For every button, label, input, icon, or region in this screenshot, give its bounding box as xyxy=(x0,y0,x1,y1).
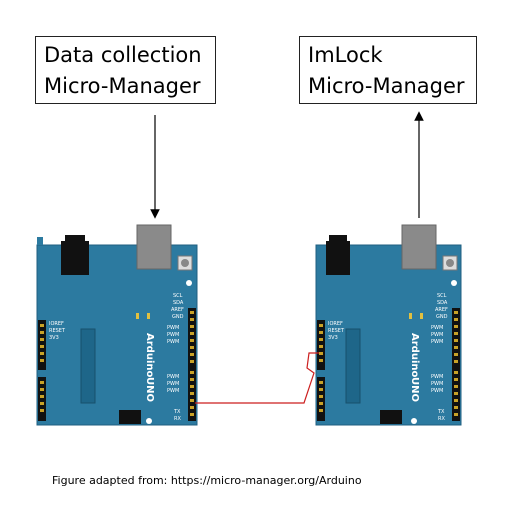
brand-uno: UNO xyxy=(144,377,155,402)
box-right-line2: Micro-Manager xyxy=(308,74,465,98)
label-sda: SDA xyxy=(173,300,184,306)
box-left-line1: Data collection xyxy=(44,43,202,67)
label-aref: AREF xyxy=(171,307,184,313)
box-right-line1: ImLock xyxy=(308,43,383,67)
usb-port xyxy=(401,224,437,270)
brand-uno: UNO xyxy=(409,377,420,402)
label-sda: SDA xyxy=(437,300,448,306)
label-tx: TX xyxy=(173,409,181,415)
label-pwm-4: PWM xyxy=(167,374,179,380)
label-scl: SCL xyxy=(437,293,447,299)
label-scl: SCL xyxy=(173,293,183,299)
icsp-header xyxy=(380,410,402,424)
data-collection-box: Data collection Micro-Manager xyxy=(35,36,216,104)
label-reset: RESET xyxy=(328,328,345,334)
label-3v3: 3V3 xyxy=(49,335,59,341)
usb-port xyxy=(136,224,172,270)
label-ioref: IOREF xyxy=(328,321,343,327)
label-rx: RX xyxy=(438,416,445,422)
brand-arduino: Arduino xyxy=(409,333,420,377)
power-jack xyxy=(326,241,350,275)
brand-arduino: Arduino xyxy=(144,333,155,377)
label-aref: AREF xyxy=(435,307,448,313)
label-3v3: 3V3 xyxy=(328,335,338,341)
label-rx: RX xyxy=(174,416,181,422)
label-gnd: GND xyxy=(172,314,184,320)
connecting-wire xyxy=(195,352,319,404)
label-pwm-5: PWM xyxy=(167,381,179,387)
icsp-header xyxy=(119,410,141,424)
label-ioref: IOREF xyxy=(49,321,64,327)
label-pwm-5: PWM xyxy=(431,381,443,387)
label-pwm-6: PWM xyxy=(431,388,443,394)
box-left-line2: Micro-Manager xyxy=(44,74,201,98)
label-pwm-3: PWM xyxy=(167,339,179,345)
label-gnd: GND xyxy=(436,314,448,320)
power-jack xyxy=(61,241,89,275)
imlock-box: ImLock Micro-Manager xyxy=(299,36,477,104)
label-tx: TX xyxy=(437,409,445,415)
label-pwm-1: PWM xyxy=(431,325,443,331)
label-pwm-3: PWM xyxy=(431,339,443,345)
label-pwm-4: PWM xyxy=(431,374,443,380)
label-pwm-2: PWM xyxy=(431,332,443,338)
label-pwm-6: PWM xyxy=(167,388,179,394)
figure-caption: Figure adapted from: https://micro-manag… xyxy=(52,474,362,487)
arduino-board-left: SCL SDA AREF GND PWM PWM PWM PWM PWM PWM… xyxy=(36,224,198,426)
label-pwm-2: PWM xyxy=(167,332,179,338)
label-reset: RESET xyxy=(49,328,66,334)
arduino-board-right: SCL SDA AREF GND PWM PWM PWM PWM PWM PWM… xyxy=(315,224,462,426)
label-pwm-1: PWM xyxy=(167,325,179,331)
